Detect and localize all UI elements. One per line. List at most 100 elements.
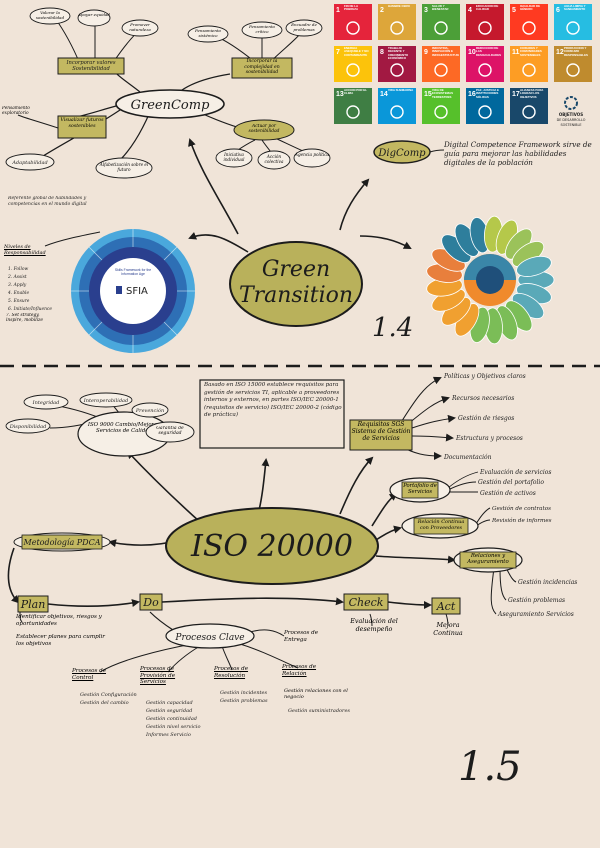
sdg-goal-icon — [390, 63, 404, 77]
sdg-tile-label: AGUA LIMPIA Y SANEAMIENTO — [564, 5, 586, 12]
procesos-clave-node: Procesos Clave — [165, 623, 255, 649]
sdg-tile-number: 3 — [424, 7, 428, 14]
control-item-2: Gestión del cambio — [80, 699, 129, 706]
sdg-tile-number: 4 — [468, 7, 472, 14]
sfia-center-caption: Skills Framework for the Information Age — [114, 268, 152, 276]
sdg-tile-number: 7 — [336, 49, 340, 56]
greencomp-futures-area: Visualizar futuros sostenibles — [57, 115, 107, 139]
requisitos-child-2: Recursos necesarios — [451, 395, 514, 402]
procesos-provision-title: Procesos de Provisión de Servicios — [140, 666, 176, 686]
sdg-tile-label: VIDA DE ECOSISTEMAS TERRESTRES — [432, 89, 454, 99]
values-area-label: Incorporar valores Sostenibilidad — [66, 60, 116, 72]
sdg-logo-line2: DE DESARROLLO — [557, 118, 586, 122]
portafolio-title: Portafolio de Servicios — [403, 483, 437, 495]
sdg-tile-number: 11 — [512, 49, 520, 56]
sdg-tile-number: 10 — [468, 49, 476, 56]
procesos-resolucion-branch: Procesos de Resolución Gestión incidente… — [214, 666, 268, 704]
sdg-logo-line3: SOSTENIBLE — [560, 123, 581, 127]
sdg-tile-number: 15 — [424, 91, 432, 98]
complexity-child-3: Encuadre de problemas — [291, 22, 317, 32]
pdca-plan-node: Plan — [17, 595, 49, 613]
provision-item-2: Gestión seguridad — [146, 707, 192, 714]
values-child-2: Apoyar equidad — [78, 12, 110, 17]
iso20000-title: ISO 20000 — [190, 529, 353, 564]
iso-definition-box: Basado en ISO 15000 establece requisitos… — [199, 379, 345, 449]
pdca-act-node: Act — [431, 597, 461, 615]
sdg-goal-icon — [478, 63, 492, 77]
values-child-3: Promover naturaleza — [129, 22, 151, 32]
procesos-relacion-branch: Procesos de Relación Gestión relaciones … — [282, 664, 350, 714]
pdca-do-label: Do — [142, 596, 159, 609]
action-child-3: Agencia política — [294, 152, 330, 157]
pdca-notes: Identificar objetivos, riesgos y oportun… — [16, 614, 463, 647]
sfia-reference: Referente global de habilidades y compet… — [8, 196, 87, 207]
sdg-goal-icon — [478, 105, 492, 119]
iso9000-title: ISO 9000 Cambio/Mejoras Servicios de Cal… — [87, 422, 161, 435]
sdg-wheel-icon — [564, 96, 578, 110]
procesos-control-title: Procesos de Control — [72, 668, 107, 681]
greencomp-node: GreenComp — [115, 89, 225, 119]
sdg-tile-label: INDUSTRIA, INNOVACIÓN E INFRAESTRUCTURA — [432, 47, 459, 57]
plan-note-1: Identificar objetivos, riesgos y oportun… — [16, 614, 102, 627]
sdg-goal-icon — [434, 63, 448, 77]
requisitos-child-1: Políticas y Objetivos claros — [443, 373, 526, 380]
resolucion-item-1: Gestión incidentes — [220, 689, 268, 696]
sdg-goal-icon — [522, 63, 536, 77]
relacion-item-2: Gestión suministradores — [288, 707, 350, 714]
requisitos-child-5: Documentación — [443, 454, 492, 461]
portafolio-child-1: Evaluación de servicios — [479, 469, 551, 476]
iso9000-children: Integridad Disponibilidad Interoperabili… — [5, 392, 195, 443]
sfia-wheel: Skills Framework for the Information Age… — [71, 229, 195, 353]
sdg-tile-number: 14 — [380, 91, 388, 98]
pdca-act-label: Act — [436, 600, 456, 613]
greencomp-complexity-area: Incorporar la complejidad en sostenibili… — [231, 57, 293, 79]
sfia-levels-title: Niveles de Responsabilidad — [4, 244, 46, 256]
digcomp-description: Digital Competence Framework sirve de gu… — [444, 140, 592, 167]
provision-item-3: Gestión continuidad — [146, 715, 197, 722]
portafolio-node: Portafolio de Servicios — [389, 477, 451, 503]
complexity-child-2: Pensamiento crítico — [249, 24, 275, 34]
action-child-1: Iniciativa individual — [223, 152, 245, 162]
action-child-2: Acción colectiva — [264, 154, 284, 164]
relaciones-aseguramiento-title: Relaciones y Aseguramiento — [467, 553, 509, 566]
iso9000-child-2: Disponibilidad — [9, 424, 47, 430]
values-child-1: Valorar la sostenibilidad — [35, 10, 65, 20]
sfia-level-5: 5. Ensure — [8, 299, 30, 304]
metodologia-title: Metodología PDCA — [23, 538, 101, 547]
plan-note-2: Establecer planes para cumplir los objet… — [16, 634, 105, 647]
sdg-goal-icon — [522, 21, 536, 35]
green-transition-line1: Green — [262, 257, 330, 282]
metodologia-node: Metodología PDCA — [13, 532, 111, 552]
futures-area-label: Visualizar futuros sostenibles — [60, 118, 104, 129]
sdg-goal-icon — [478, 21, 492, 35]
sdg-goal-icon — [390, 105, 404, 119]
sdg-tile-label: SALUD Y BIENESTAR — [432, 5, 449, 12]
futures-child-1: Alfabetización sobre el futuro — [99, 162, 149, 172]
procesos-entrega-title: Procesos de Entrega — [284, 630, 319, 643]
iso9000-child-3: Interoperabilidad — [83, 398, 128, 404]
iso9000-child-1: Integridad — [32, 400, 60, 406]
futures-child-3: Pensamiento exploratorio — [2, 106, 30, 116]
sdg-tile-label: IGUALDAD DE GÉNERO — [520, 5, 541, 12]
requisitos-child-3: Gestión de riesgos — [458, 415, 514, 422]
digcomp-flower-diagram — [426, 215, 555, 345]
act-note: Mejora Continua — [433, 622, 463, 637]
requisitos-children: Políticas y Objetivos claros Recursos ne… — [443, 373, 526, 461]
sfia-level-2: 2. Assist — [7, 275, 27, 280]
iso-definition-text: Basado en ISO 15000 establece requisitos… — [204, 382, 342, 419]
sdg-logo-line1: OBJETIVOS — [559, 112, 583, 117]
procesos-relacion-title: Procesos de Relación — [282, 664, 317, 677]
relaciones-child-2: Gestión problemas — [508, 597, 565, 604]
